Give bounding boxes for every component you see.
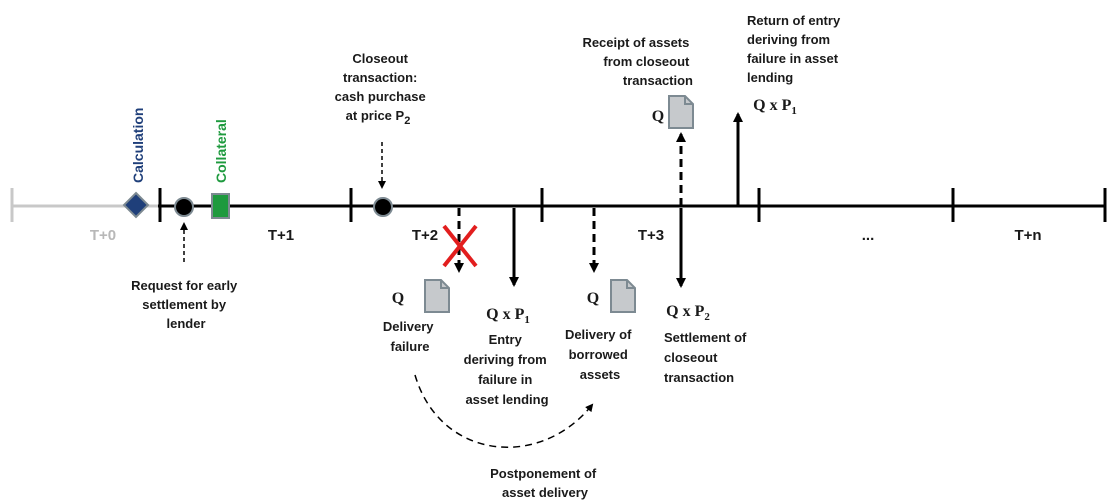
collateral-label: Collateral [213, 119, 229, 183]
document-icon-borrowed [610, 279, 636, 313]
collateral-marker-icon [211, 193, 230, 219]
q-label-borrowed: Q [587, 290, 599, 307]
calculation-label: Calculation [130, 108, 146, 183]
qp1-label-entry: Q x P1 [486, 306, 530, 326]
q-label-receipt: Q [652, 108, 664, 125]
delivery-borrowed-label: Delivery of borrowed assets [565, 327, 635, 382]
receipt-label: Receipt of assets from closeout transact… [582, 35, 693, 88]
postponement-label: Postponement of asset delivery [490, 466, 600, 500]
calculation-diamond-icon [122, 191, 150, 219]
return-label: Return of entry deriving from failure in… [747, 13, 844, 85]
delivery-failure-label: Delivery failure [383, 319, 437, 354]
closeout-label: Closeout transaction: cash purchase at p… [335, 51, 430, 127]
period-t3: T+3 [638, 227, 664, 244]
period-tn: T+n [1014, 227, 1041, 244]
period-t2: T+2 [412, 227, 438, 244]
period-t1: T+1 [268, 227, 294, 244]
document-icon-failure [424, 279, 450, 313]
cross-icon-stroke [442, 224, 478, 268]
entry-label: Entry deriving from failure in asset len… [464, 332, 551, 407]
request-event-dot [174, 197, 194, 217]
period-t0: T+0 [90, 227, 116, 244]
closeout-event-dot [373, 197, 393, 217]
period-dots: ... [862, 227, 875, 244]
q-label-failure: Q [392, 290, 404, 307]
qp2-label-settlement: Q x P2 [666, 303, 710, 323]
postponement-curve-arrow [414, 374, 594, 448]
document-icon-receipt [668, 95, 694, 129]
settlement-label: Settlement of closeout transaction [664, 330, 750, 385]
request-label: Request for early settlement by lender [131, 278, 241, 331]
qp1-label-return: Q x P1 [753, 97, 797, 117]
